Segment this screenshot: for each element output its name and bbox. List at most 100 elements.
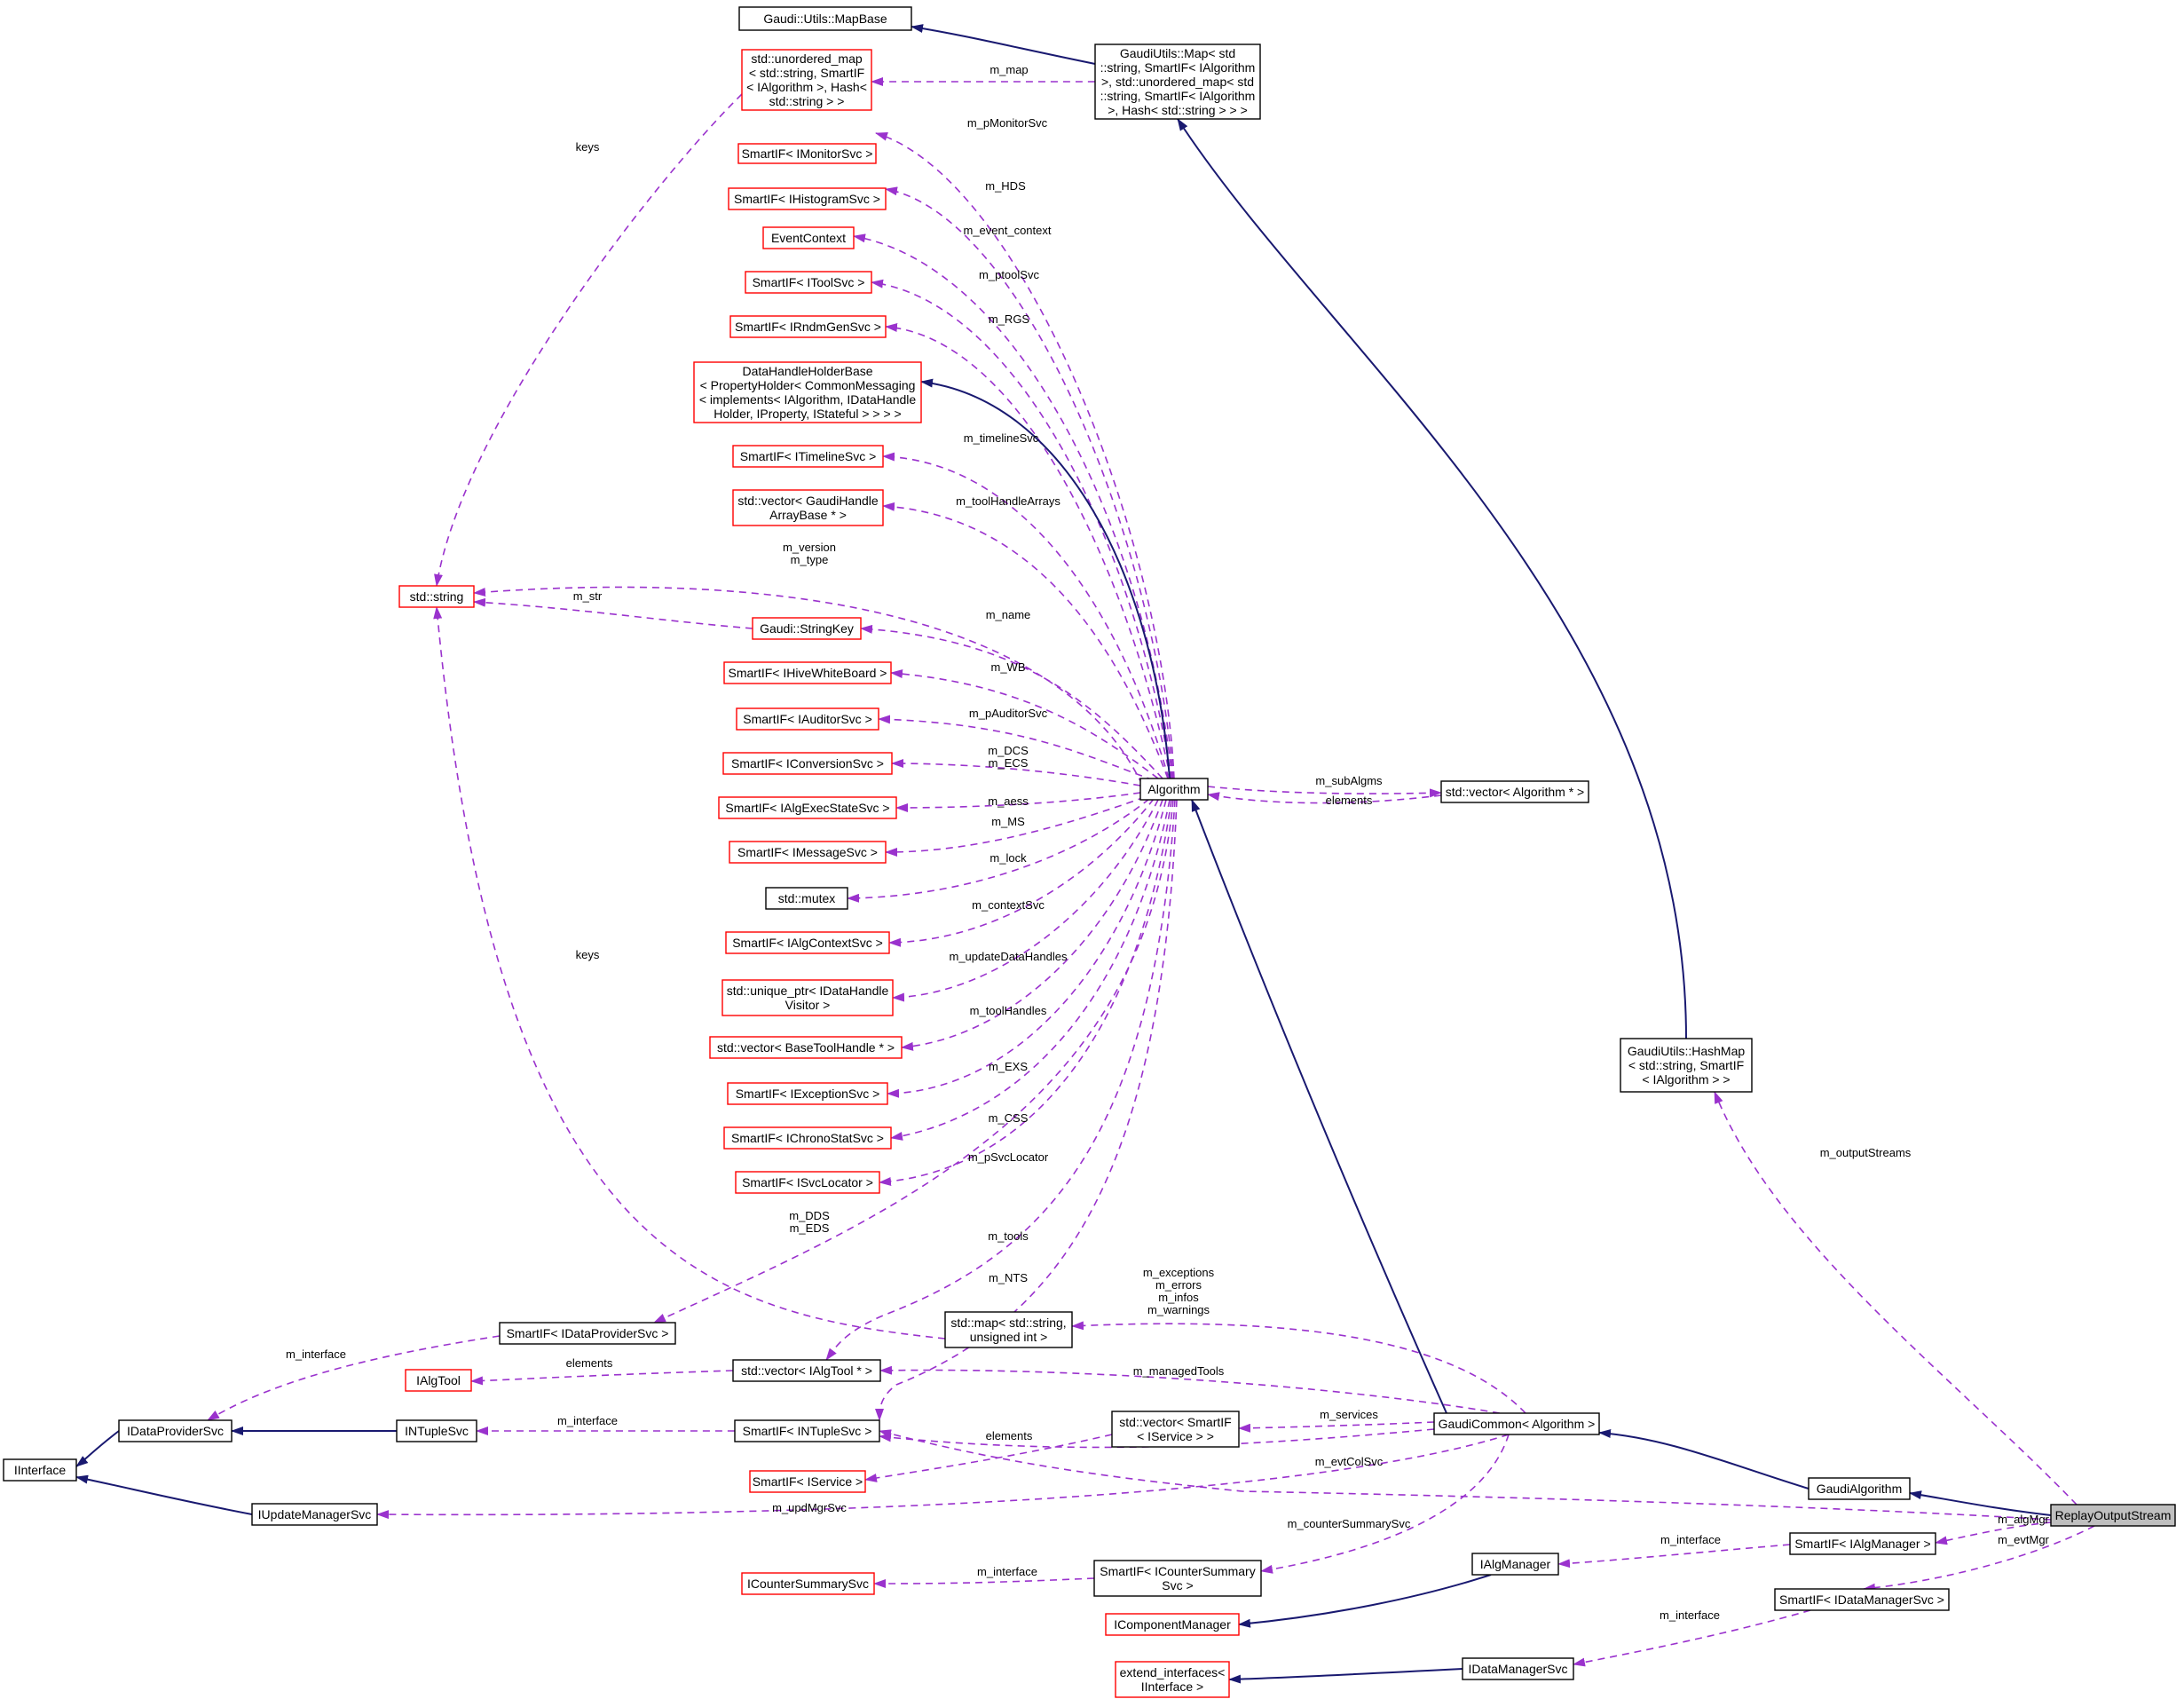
node-hivewb[interactable]: SmartIF< IHiveWhiteBoard >: [723, 661, 892, 684]
node-vecalg[interactable]: std::vector< Algorithm * >: [1440, 780, 1589, 803]
node-monsvc[interactable]: SmartIF< IMonitorSvc >: [737, 143, 877, 164]
node-auditor[interactable]: SmartIF< IAuditorSvc >: [736, 707, 879, 731]
node-label: SmartIF< IHiveWhiteBoard >: [729, 666, 887, 680]
node-vecialg[interactable]: std::vector< IAlgTool * >: [732, 1359, 881, 1382]
node-box: [722, 752, 893, 775]
node-histsvc[interactable]: SmartIF< IHistogramSvc >: [728, 187, 887, 210]
node-label: GaudiUtils::HashMap: [1628, 1044, 1745, 1058]
node-evctx[interactable]: EventContext: [762, 226, 855, 249]
node-mapsu[interactable]: std::map< std::string,unsigned int >: [944, 1311, 1073, 1348]
usage-edge: [875, 132, 1175, 779]
node-sfiservice[interactable]: SmartIF< IService >: [749, 1470, 866, 1493]
node-gaudialg[interactable]: GaudiAlgorithm: [1808, 1477, 1911, 1500]
node-box: [752, 617, 862, 640]
node-box: [738, 6, 912, 31]
edge-label: m_ECS: [989, 756, 1029, 770]
edge-label: m_interface: [977, 1565, 1037, 1578]
node-execstate[interactable]: SmartIF< IAlgExecStateSvc >: [718, 796, 897, 819]
node-idps[interactable]: IDataProviderSvc: [118, 1419, 233, 1442]
usage-edge: [1573, 1609, 1811, 1667]
node-box: [405, 1369, 472, 1392]
node-intupsvc[interactable]: INTupleSvc: [396, 1419, 477, 1442]
node-label: SmartIF< IDataManagerSvc >: [1779, 1592, 1944, 1607]
node-algorithm[interactable]: Algorithm: [1139, 778, 1209, 801]
edge-label: m_HDS: [985, 179, 1026, 193]
node-idms[interactable]: IDataManagerSvc: [1462, 1657, 1574, 1680]
node-btool[interactable]: std::vector< BaseToolHandle * >: [709, 1036, 903, 1059]
edge-label: m_DDS: [789, 1209, 830, 1222]
node-icompmgr[interactable]: IComponentManager: [1105, 1613, 1240, 1636]
node-label: GaudiAlgorithm: [1817, 1482, 1903, 1496]
edge-label: m_EDS: [790, 1221, 830, 1235]
node-sfdp[interactable]: SmartIF< IDataProviderSvc >: [499, 1322, 676, 1345]
node-gmap[interactable]: GaudiUtils::Map< std::string, SmartIF< I…: [1094, 43, 1261, 120]
node-strkey[interactable]: Gaudi::StringKey: [752, 617, 862, 640]
node-icounter[interactable]: ICounterSummarySvc: [741, 1572, 875, 1595]
edge-label: m_updMgrSvc: [772, 1501, 847, 1514]
node-replay[interactable]: ReplayOutputStream: [2050, 1504, 2176, 1527]
node-sfalgmgr[interactable]: SmartIF< IAlgManager >: [1789, 1532, 1936, 1555]
node-sfnt[interactable]: SmartIF< INTupleSvc >: [734, 1419, 880, 1442]
node-extif[interactable]: extend_interfaces<IInterface >: [1115, 1661, 1230, 1698]
node-box: [723, 661, 892, 684]
node-label: GaudiCommon< Algorithm >: [1439, 1417, 1596, 1431]
node-label: SmartIF< IToolSvc >: [753, 275, 865, 289]
node-toolsvc[interactable]: SmartIF< IToolSvc >: [745, 271, 872, 294]
usage-edge: [853, 233, 1173, 779]
node-sfdms[interactable]: SmartIF< IDataManagerSvc >: [1774, 1588, 1950, 1611]
node-sfcounter[interactable]: SmartIF< ICounterSummarySvc >: [1093, 1560, 1262, 1597]
edge-label: m_tools: [988, 1229, 1029, 1243]
node-rndm[interactable]: SmartIF< IRndmGenSvc >: [729, 315, 887, 338]
usage-edge: [1714, 1091, 2078, 1505]
usage-edge: [473, 586, 1143, 786]
node-box: [741, 49, 872, 111]
node-label: unsigned int >: [970, 1330, 1048, 1344]
node-stdstring[interactable]: std::string: [398, 585, 475, 608]
node-label: GaudiUtils::Map< std: [1120, 46, 1235, 60]
node-timeline[interactable]: SmartIF< ITimelineSvc >: [732, 445, 884, 468]
edge-label: m_exceptions: [1143, 1266, 1215, 1279]
usage-edge: [888, 798, 1155, 947]
node-mutex[interactable]: std::mutex: [765, 887, 848, 910]
node-box: [1105, 1613, 1240, 1636]
node-convsvc[interactable]: SmartIF< IConversionSvc >: [722, 752, 893, 775]
usage-edge: [878, 715, 1155, 781]
node-maputils[interactable]: Gaudi::Utils::MapBase: [738, 6, 912, 31]
node-label: IUpdateManagerSvc: [258, 1507, 372, 1521]
node-box: [1471, 1553, 1559, 1576]
edge-label: m_map: [990, 63, 1028, 76]
node-box: [1462, 1657, 1574, 1680]
node-box: [718, 796, 897, 819]
usage-edge: [891, 759, 1141, 786]
usage-edge: [1207, 786, 1442, 798]
node-label: SmartIF< IConversionSvc >: [731, 756, 884, 771]
node-gcommon[interactable]: GaudiCommon< Algorithm >: [1433, 1412, 1600, 1435]
node-label: SmartIF< INTupleSvc >: [743, 1424, 872, 1438]
node-iupdmgr[interactable]: IUpdateManagerSvc: [251, 1503, 378, 1526]
node-algctx[interactable]: SmartIF< IAlgContextSvc >: [725, 931, 890, 954]
node-umap[interactable]: std::unordered_map< std::string, SmartIF…: [741, 49, 872, 111]
node-dhhb[interactable]: DataHandleHolderBase< PropertyHolder< Co…: [693, 361, 922, 423]
usage-edge: [887, 799, 1167, 1098]
node-chrono[interactable]: SmartIF< IChronoStatSvc >: [723, 1126, 892, 1150]
node-label: < IAlgorithm > >: [1642, 1072, 1730, 1087]
node-label: DataHandleHolderBase: [742, 364, 872, 378]
node-box: [1139, 778, 1209, 801]
node-ialgtool[interactable]: IAlgTool: [405, 1369, 472, 1392]
edge-label: m_interface: [1660, 1533, 1721, 1546]
edge-label: m_str: [573, 589, 603, 603]
node-box: [1440, 780, 1589, 803]
node-svcloc[interactable]: SmartIF< ISvcLocator >: [735, 1171, 880, 1194]
node-msgsvc[interactable]: SmartIF< IMessageSvc >: [729, 841, 887, 864]
node-ialgmgr[interactable]: IAlgManager: [1471, 1553, 1559, 1576]
node-vecsvc[interactable]: std::vector< SmartIF< IService > >: [1111, 1411, 1240, 1448]
node-iinterface[interactable]: IInterface: [3, 1458, 77, 1482]
usage-edge: [1557, 1544, 1791, 1569]
node-excsvc[interactable]: SmartIF< IExceptionSvc >: [727, 1082, 888, 1105]
node-box: [728, 187, 887, 210]
node-hashmap[interactable]: GaudiUtils::HashMap< std::string, SmartI…: [1620, 1038, 1753, 1093]
inheritance-edge: [1177, 118, 1687, 1039]
